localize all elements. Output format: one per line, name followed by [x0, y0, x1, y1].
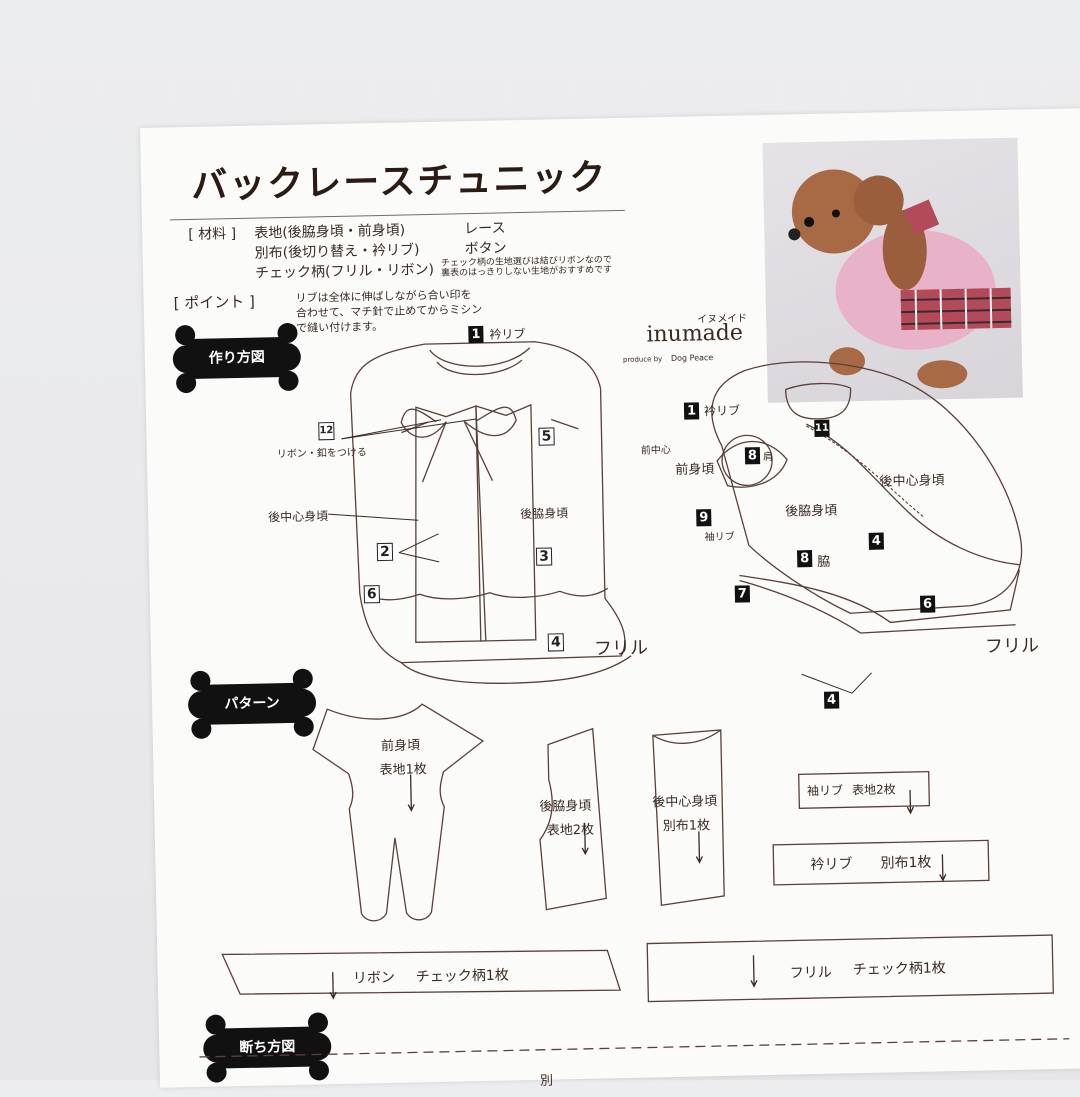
- section-cutting-label: 断ち方図: [239, 1038, 296, 1057]
- pattern-front-qty: 表地1枚: [379, 762, 427, 779]
- pattern-collar-rib-qty: 別布1枚: [880, 854, 932, 872]
- pattern-front-name: 前身頃: [380, 738, 421, 755]
- pattern-ribbon-qty: チェック柄1枚: [415, 967, 509, 986]
- bone-icon: [172, 323, 301, 393]
- dog-photo: [762, 137, 1023, 403]
- pattern-pieces: [199, 703, 1070, 1058]
- pattern-center-back-name: 後中心身頃: [652, 794, 718, 811]
- pattern-side-back-name: 後脇身頃: [539, 798, 592, 815]
- pattern-side-back-qty: 表地2枚: [546, 822, 595, 839]
- section-bone-pattern: パターン: [188, 668, 317, 739]
- pattern-frill-name: フリル: [789, 964, 833, 982]
- pattern-center-back-qty: 別布1枚: [662, 818, 711, 835]
- pattern-sheet: バックレースチュニック [ 材料 ] 表地(後脇身頃・前身頃) レース 別布(後…: [140, 108, 1080, 1089]
- bone-icon: [188, 668, 317, 739]
- pattern-sleeve-rib-name: 袖リブ: [806, 783, 844, 799]
- section-bone-cutting: 断ち方図: [203, 1012, 332, 1083]
- dog-illustration: [788, 169, 1012, 389]
- bone-icon: [203, 1012, 332, 1083]
- pattern-ribbon-name: リボン: [352, 969, 396, 987]
- construction-diagrams: [328, 341, 1023, 694]
- pattern-frill-qty: チェック柄1枚: [852, 960, 946, 979]
- pattern-sleeve-rib-qty: 表地2枚: [851, 782, 896, 798]
- pattern-collar-rib-name: 衿リブ: [810, 856, 853, 874]
- cutting-partial-label: 別: [539, 1073, 554, 1089]
- section-bone-construction: 作り方図: [172, 323, 301, 393]
